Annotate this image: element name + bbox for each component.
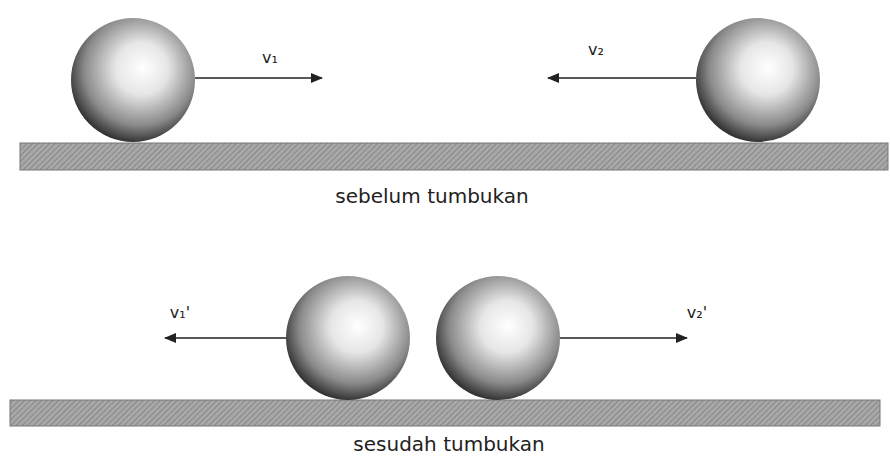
ball — [286, 276, 410, 400]
velocity-label: v₂' — [687, 304, 707, 322]
ball — [696, 18, 820, 142]
velocity-arrow — [548, 77, 696, 79]
caption-label: sebelum tumbukan — [335, 185, 528, 207]
caption-label: sesudah tumbukan — [353, 433, 544, 455]
ground-surface — [20, 143, 888, 170]
ball — [71, 18, 195, 142]
ball — [436, 276, 560, 400]
velocity-arrow — [560, 337, 687, 339]
ground-surface — [10, 400, 880, 426]
velocity-label: v₁' — [170, 304, 190, 322]
velocity-label: v₂ — [588, 41, 604, 59]
velocity-label: v₁ — [262, 49, 278, 67]
velocity-arrow — [165, 337, 286, 339]
velocity-arrow — [195, 77, 322, 79]
